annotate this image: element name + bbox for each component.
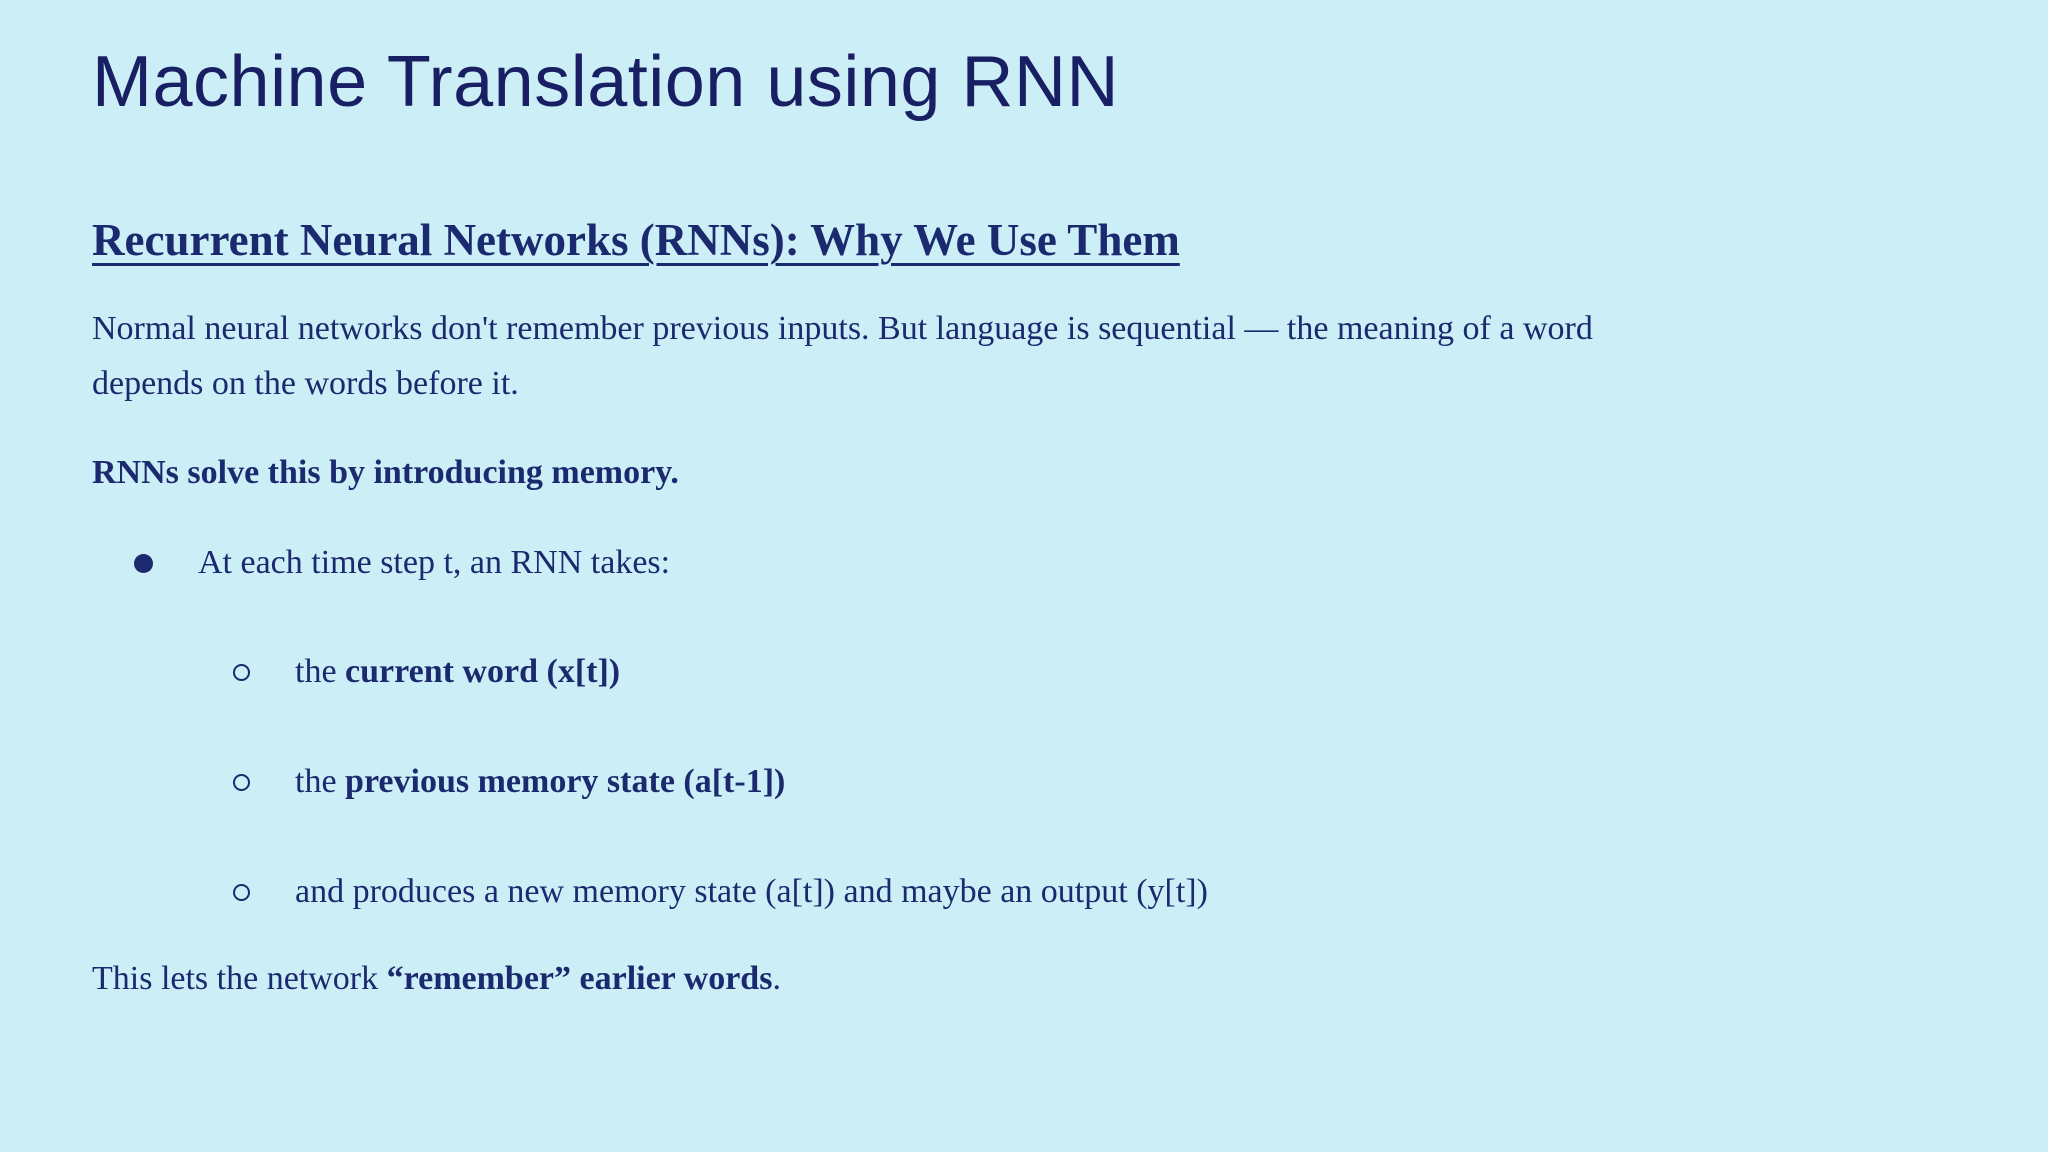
closing-text-normal: . <box>772 960 781 998</box>
closing-text-normal: This lets the network <box>92 960 387 998</box>
bullet-text: the previous memory state (a[t-1]) <box>295 763 785 800</box>
filled-bullet-icon <box>134 554 153 574</box>
hollow-bullet-icon <box>233 774 250 792</box>
bullet-text: and produces a new memory state (a[t]) a… <box>295 873 1208 910</box>
bold-statement: RNNs solve this by introducing memory. <box>92 454 679 492</box>
bullet-text-normal: and produces a new memory state (a[t]) a… <box>295 873 1208 911</box>
bullet-text-bold: current word (x[t]) <box>345 653 621 691</box>
list-item: the previous memory state (a[t-1]) <box>92 754 1958 809</box>
intro-paragraph: Normal neural networks don't remember pr… <box>92 310 1593 403</box>
bullet-text: At each time step t, an RNN takes: <box>198 544 671 582</box>
list-item: At each time step t, an RNN takes: <box>92 535 1958 590</box>
list-item: the current word (x[t]) <box>92 644 1958 699</box>
closing-text-bold: “remember” earlier words <box>386 960 773 998</box>
bullet-text-normal: the <box>295 763 346 801</box>
page-title: Machine Translation using RNN <box>92 42 1119 122</box>
hollow-bullet-icon <box>233 884 250 902</box>
bullet-text: the current word (x[t]) <box>295 653 620 690</box>
hollow-bullet-icon <box>233 664 250 682</box>
closing-line: This lets the network “remember” earlier… <box>92 951 1958 1006</box>
section-heading: Recurrent Neural Networks (RNNs): Why We… <box>92 215 1180 266</box>
bullet-text-normal: the <box>295 653 346 691</box>
bullet-text-bold: previous memory state (a[t-1]) <box>345 763 786 801</box>
list-item: and produces a new memory state (a[t]) a… <box>92 864 1958 919</box>
bullet-list: At each time step t, an RNN takes: the c… <box>92 535 1958 919</box>
